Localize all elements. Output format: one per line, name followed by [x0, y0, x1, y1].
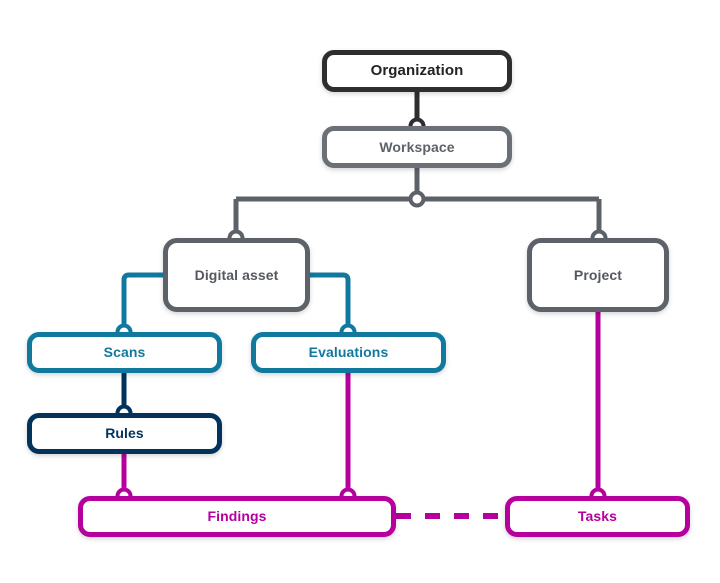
node-tasks-label: Tasks — [577, 508, 618, 525]
node-rules[interactable]: Rules — [27, 413, 222, 454]
node-scans-label: Scans — [103, 344, 146, 361]
node-findings-label: Findings — [207, 508, 267, 525]
node-scans[interactable]: Scans — [27, 332, 222, 373]
node-organization[interactable]: Organization — [322, 50, 512, 92]
node-digital-asset-label: Digital asset — [194, 266, 279, 283]
node-digital-asset[interactable]: Digital asset — [163, 238, 310, 312]
node-project-label: Project — [573, 266, 623, 283]
edge-digital-asset-scans — [121, 272, 163, 332]
node-project[interactable]: Project — [527, 238, 669, 312]
connector-dot-workspace-bus — [408, 190, 426, 208]
node-evaluations-label: Evaluations — [308, 344, 389, 361]
node-workspace[interactable]: Workspace — [322, 126, 512, 168]
node-workspace-label: Workspace — [379, 138, 455, 155]
edge-digital-asset-evaluations — [310, 272, 351, 332]
node-evaluations[interactable]: Evaluations — [251, 332, 446, 373]
node-organization-label: Organization — [370, 62, 464, 80]
node-rules-label: Rules — [105, 425, 144, 442]
node-tasks[interactable]: Tasks — [505, 496, 690, 537]
node-findings[interactable]: Findings — [78, 496, 396, 537]
